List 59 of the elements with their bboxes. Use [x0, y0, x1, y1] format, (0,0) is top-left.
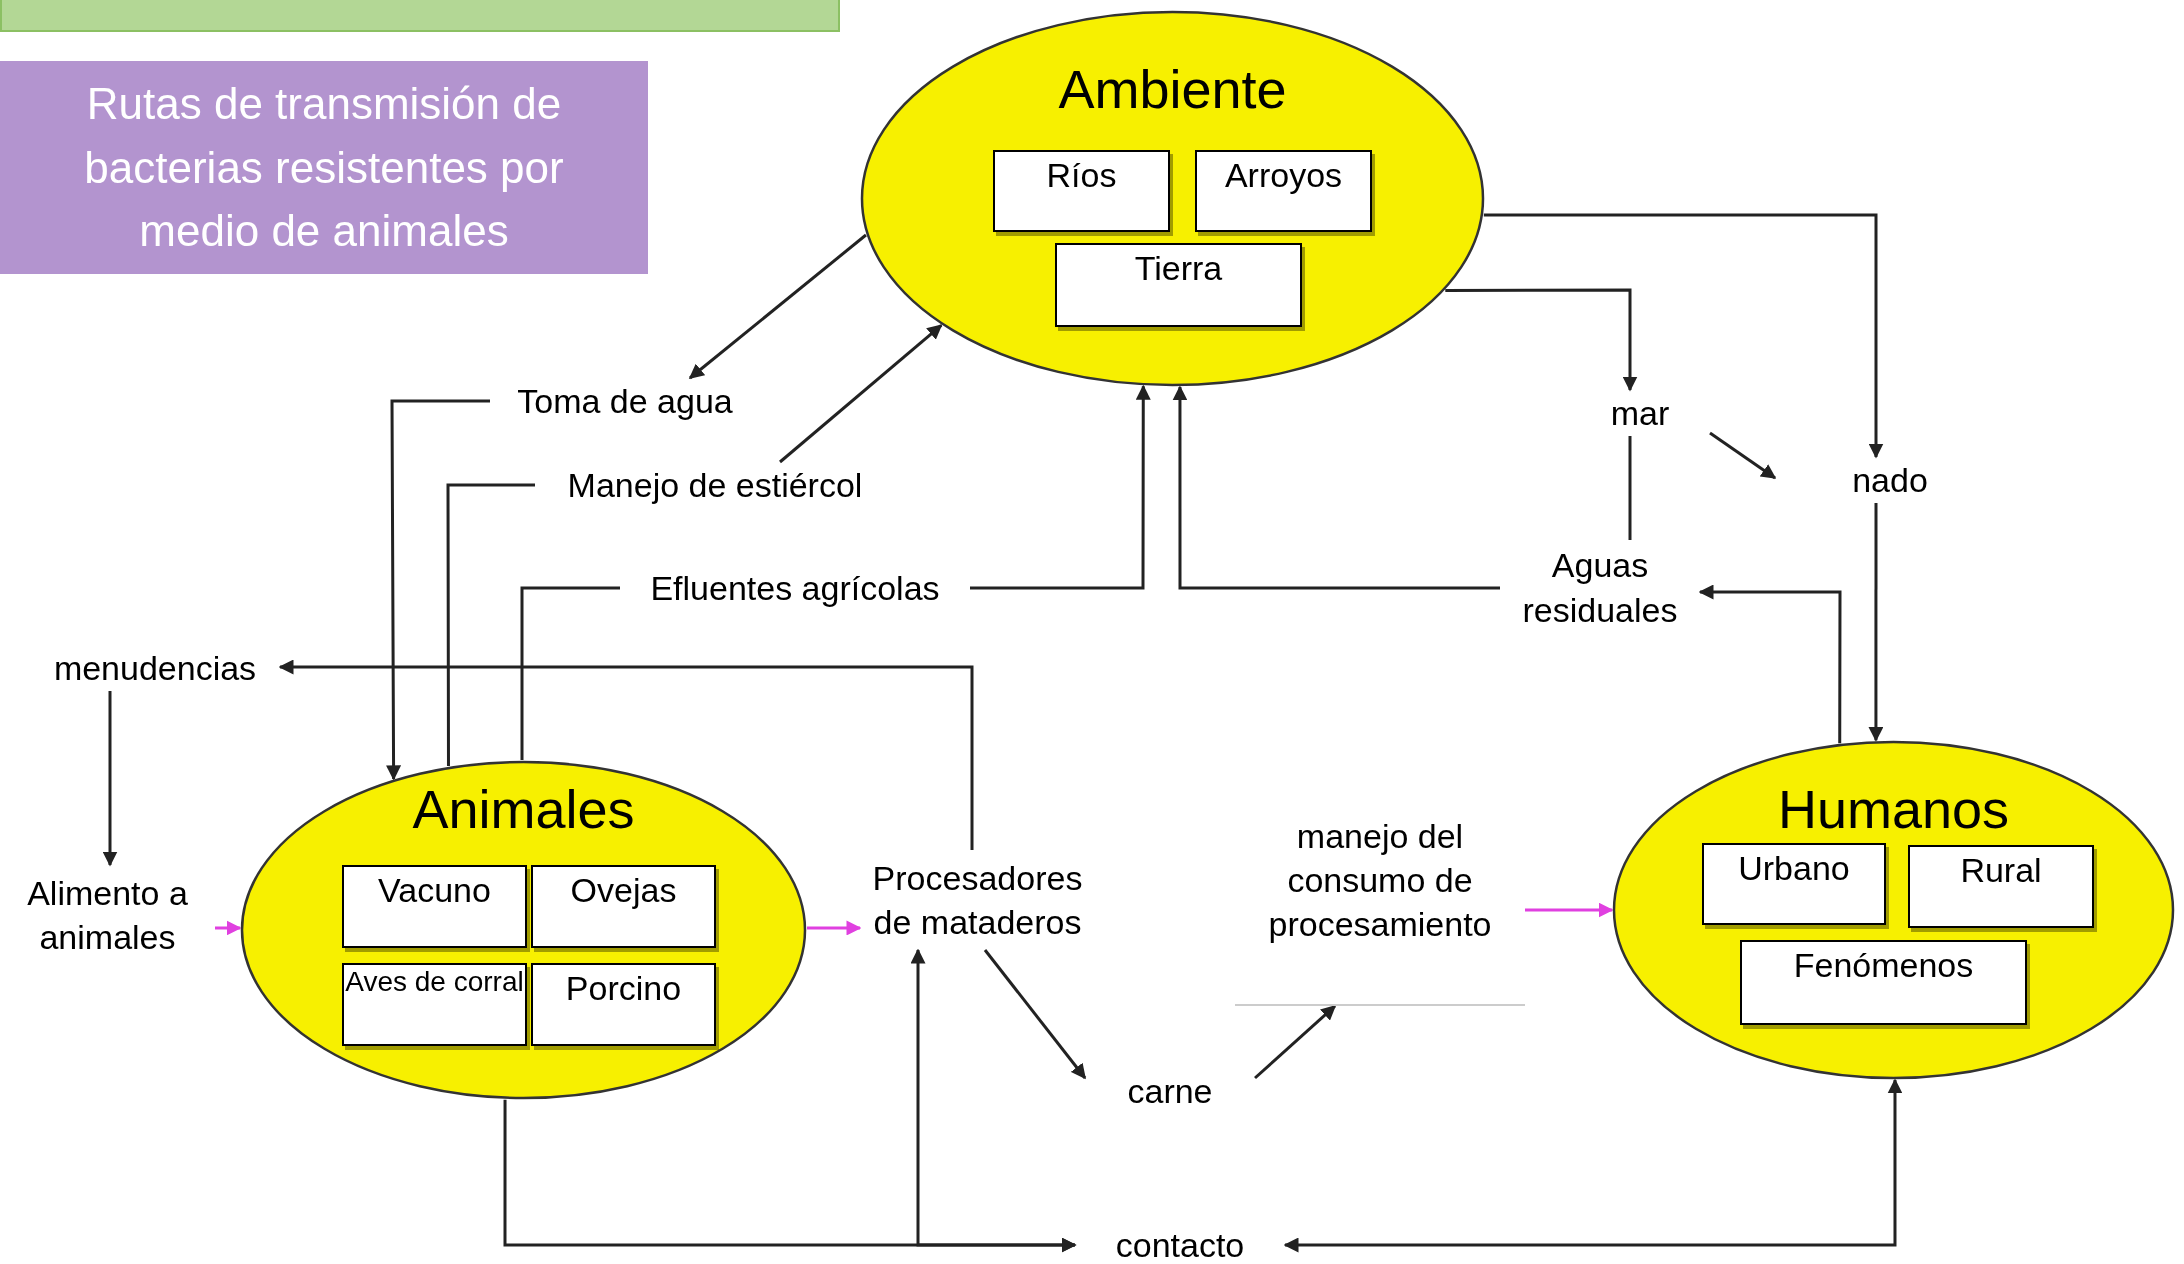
node-text: Fenómenos	[1793, 948, 1974, 984]
group-title: Animales	[412, 780, 635, 840]
node-text: Toma de agua	[517, 380, 733, 422]
category-box	[342, 865, 527, 948]
node-text: Manejo de estiércol	[567, 464, 863, 506]
group-ellipse	[860, 10, 1485, 387]
node-text: manejo del consumo de procesamiento	[1267, 816, 1493, 946]
group-title: Humanos	[1777, 780, 2010, 840]
arrow	[1283, 1078, 1903, 1253]
category-box	[1740, 940, 2027, 1025]
node-text: Procesadores de mataderos	[871, 857, 1084, 943]
arrow	[215, 920, 242, 936]
node-text: carne	[1127, 1070, 1213, 1112]
group-ellipse	[1612, 740, 2175, 1080]
arrow	[1868, 503, 1884, 742]
arrow	[983, 949, 1087, 1080]
arrow	[503, 1099, 1077, 1253]
node-text: Ríos	[1046, 158, 1117, 194]
category-box	[993, 150, 1170, 232]
node-text: Rural	[1960, 853, 2042, 889]
category-box	[1702, 843, 1886, 925]
node-text: Arroyos	[1224, 158, 1343, 194]
node-text: contacto	[1115, 1224, 1245, 1264]
arrow	[1445, 288, 1638, 392]
node-text: menudencias	[53, 647, 257, 689]
arrow	[1709, 431, 1777, 480]
category-box	[1195, 150, 1372, 232]
node-text: Vacuno	[378, 873, 491, 909]
arrow	[102, 691, 118, 867]
title-box	[0, 61, 648, 274]
arrow	[970, 384, 1151, 590]
arrow	[779, 324, 943, 464]
node-text: Alimento a animales	[26, 872, 189, 958]
arrow	[1698, 584, 1842, 744]
category-box	[1908, 845, 2094, 928]
arrow	[1254, 1004, 1337, 1080]
node-text: Aguas residuales	[1521, 545, 1679, 631]
category-box	[342, 963, 527, 1046]
group-ellipse	[240, 760, 807, 1100]
node-text: Urbano	[1738, 851, 1850, 887]
arrow	[807, 920, 862, 936]
group-title: Ambiente	[1058, 60, 1287, 120]
arrow	[688, 233, 867, 380]
arrow	[278, 659, 974, 850]
node-text: Efluentes agrícolas	[650, 567, 940, 609]
node-text: Porcino	[565, 971, 682, 1007]
node-text: nado	[1852, 459, 1928, 501]
category-box	[1055, 243, 1302, 327]
arrow	[386, 399, 490, 781]
node-text: Aves de corral	[345, 969, 524, 996]
node-text: mar	[1610, 392, 1670, 434]
arrow	[1525, 902, 1614, 918]
node-text: Ovejas	[570, 873, 677, 909]
arrow	[1483, 213, 1884, 459]
category-box	[531, 865, 716, 948]
node-text: Rutas de transmisión de bacterias resistentes por medio de animales	[83, 77, 565, 258]
arrow	[1172, 385, 1500, 590]
category-box	[531, 963, 716, 1046]
node-text: Tierra	[1134, 251, 1223, 287]
